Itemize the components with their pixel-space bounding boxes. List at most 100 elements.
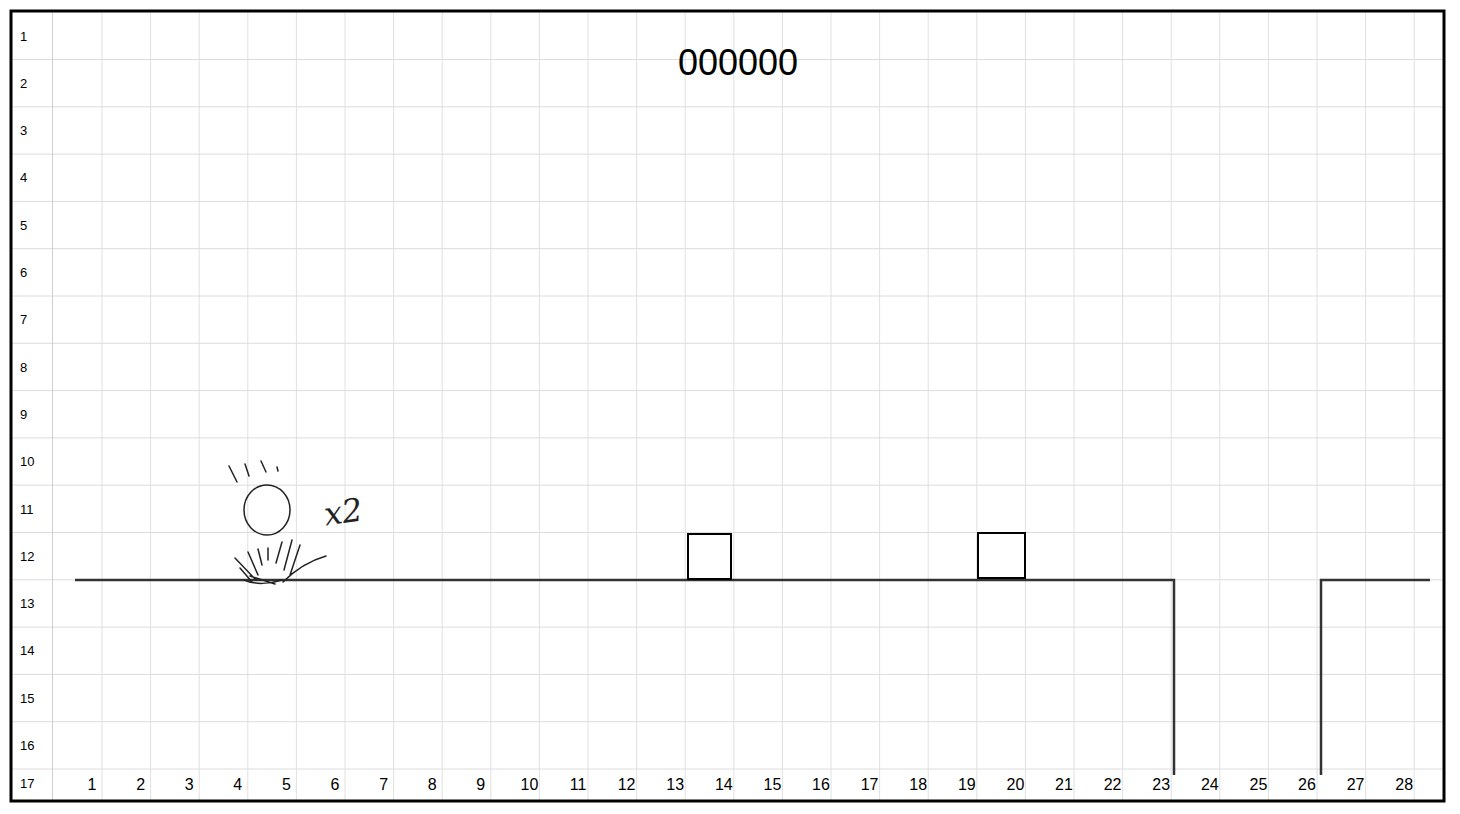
row-number: 15 [20,692,34,705]
row-number: 16 [20,739,34,752]
grid-line [928,12,929,800]
column-number: 19 [958,777,976,793]
column-number: 8 [428,777,437,793]
grid-line [199,12,200,800]
column-number: 25 [1250,777,1268,793]
grid-line [1268,12,1269,800]
grid-line [442,12,443,800]
column-number: 27 [1347,777,1365,793]
grid-line [733,12,734,800]
grid-line [1365,12,1366,800]
column-number: 23 [1152,777,1170,793]
grid-line [12,769,1443,770]
row-number: 17 [20,777,34,790]
grid-line [12,674,1443,675]
row-number: 8 [20,361,27,374]
column-number: 22 [1104,777,1122,793]
row-number: 14 [20,644,34,657]
grid-line [782,12,783,800]
row-number: 4 [20,171,27,184]
column-number: 7 [379,777,388,793]
column-number: 24 [1201,777,1219,793]
grid-line [588,12,589,800]
grid-line [247,12,248,800]
column-number: 9 [476,777,485,793]
grid-line [1414,12,1415,800]
column-number: 5 [282,777,291,793]
grid-line [879,12,880,800]
column-number: 28 [1395,777,1413,793]
column-number: 18 [909,777,927,793]
grid-line [393,12,394,800]
grid-line [12,390,1443,391]
row-number: 9 [20,408,27,421]
grid-line [1025,12,1026,800]
grid-line [52,12,53,800]
grid-line [12,437,1443,438]
grid-line [345,12,346,800]
score-counter: 000000 [678,45,798,81]
column-number: 6 [331,777,340,793]
column-number: 14 [715,777,733,793]
grid-line [12,343,1443,344]
grid-line [102,12,103,800]
grid-line [490,12,491,800]
row-number: 3 [20,124,27,137]
grid-line [685,12,686,800]
column-number: 20 [1007,777,1025,793]
grid-line [12,296,1443,297]
grid-line [12,248,1443,249]
column-number: 10 [521,777,539,793]
dust-lines [235,540,326,584]
column-number: 13 [666,777,684,793]
grid-line [636,12,637,800]
block [978,533,1025,578]
grid-line [976,12,977,800]
grid-line [12,106,1443,107]
ground-line [1321,580,1430,775]
column-number: 3 [185,777,194,793]
column-number: 21 [1055,777,1073,793]
row-number: 5 [20,219,27,232]
frame-border [11,11,1444,801]
grid-line [1122,12,1123,800]
column-number: 4 [233,777,242,793]
grid-line [12,532,1443,533]
grid-line [1074,12,1075,800]
column-number: 17 [861,777,879,793]
grid-line [831,12,832,800]
grid-line [12,154,1443,155]
row-number: 13 [20,597,34,610]
grid-line [1171,12,1172,800]
player-ball [244,485,290,535]
column-number: 11 [570,777,587,793]
motion-lines [229,461,278,482]
multiplier-note: x2 [322,494,364,531]
column-number: 15 [764,777,782,793]
column-number: 26 [1298,777,1316,793]
row-number: 6 [20,266,27,279]
grid-line [12,485,1443,486]
grid-line [12,627,1443,628]
row-number: 1 [20,30,27,43]
grid-line [12,721,1443,722]
ground-line [75,580,1174,775]
row-number: 11 [20,503,34,516]
grid-line [150,12,151,800]
grid-line [1219,12,1220,800]
block [688,534,731,579]
row-number: 12 [20,550,34,563]
grid-line [296,12,297,800]
player-sketch [229,461,326,584]
row-number: 7 [20,313,27,326]
column-number: 1 [88,777,97,793]
grid-line [1317,12,1318,800]
column-number: 12 [618,777,636,793]
grid-line [539,12,540,800]
row-number: 10 [20,455,34,468]
row-number: 2 [20,77,27,90]
grid-line [12,201,1443,202]
